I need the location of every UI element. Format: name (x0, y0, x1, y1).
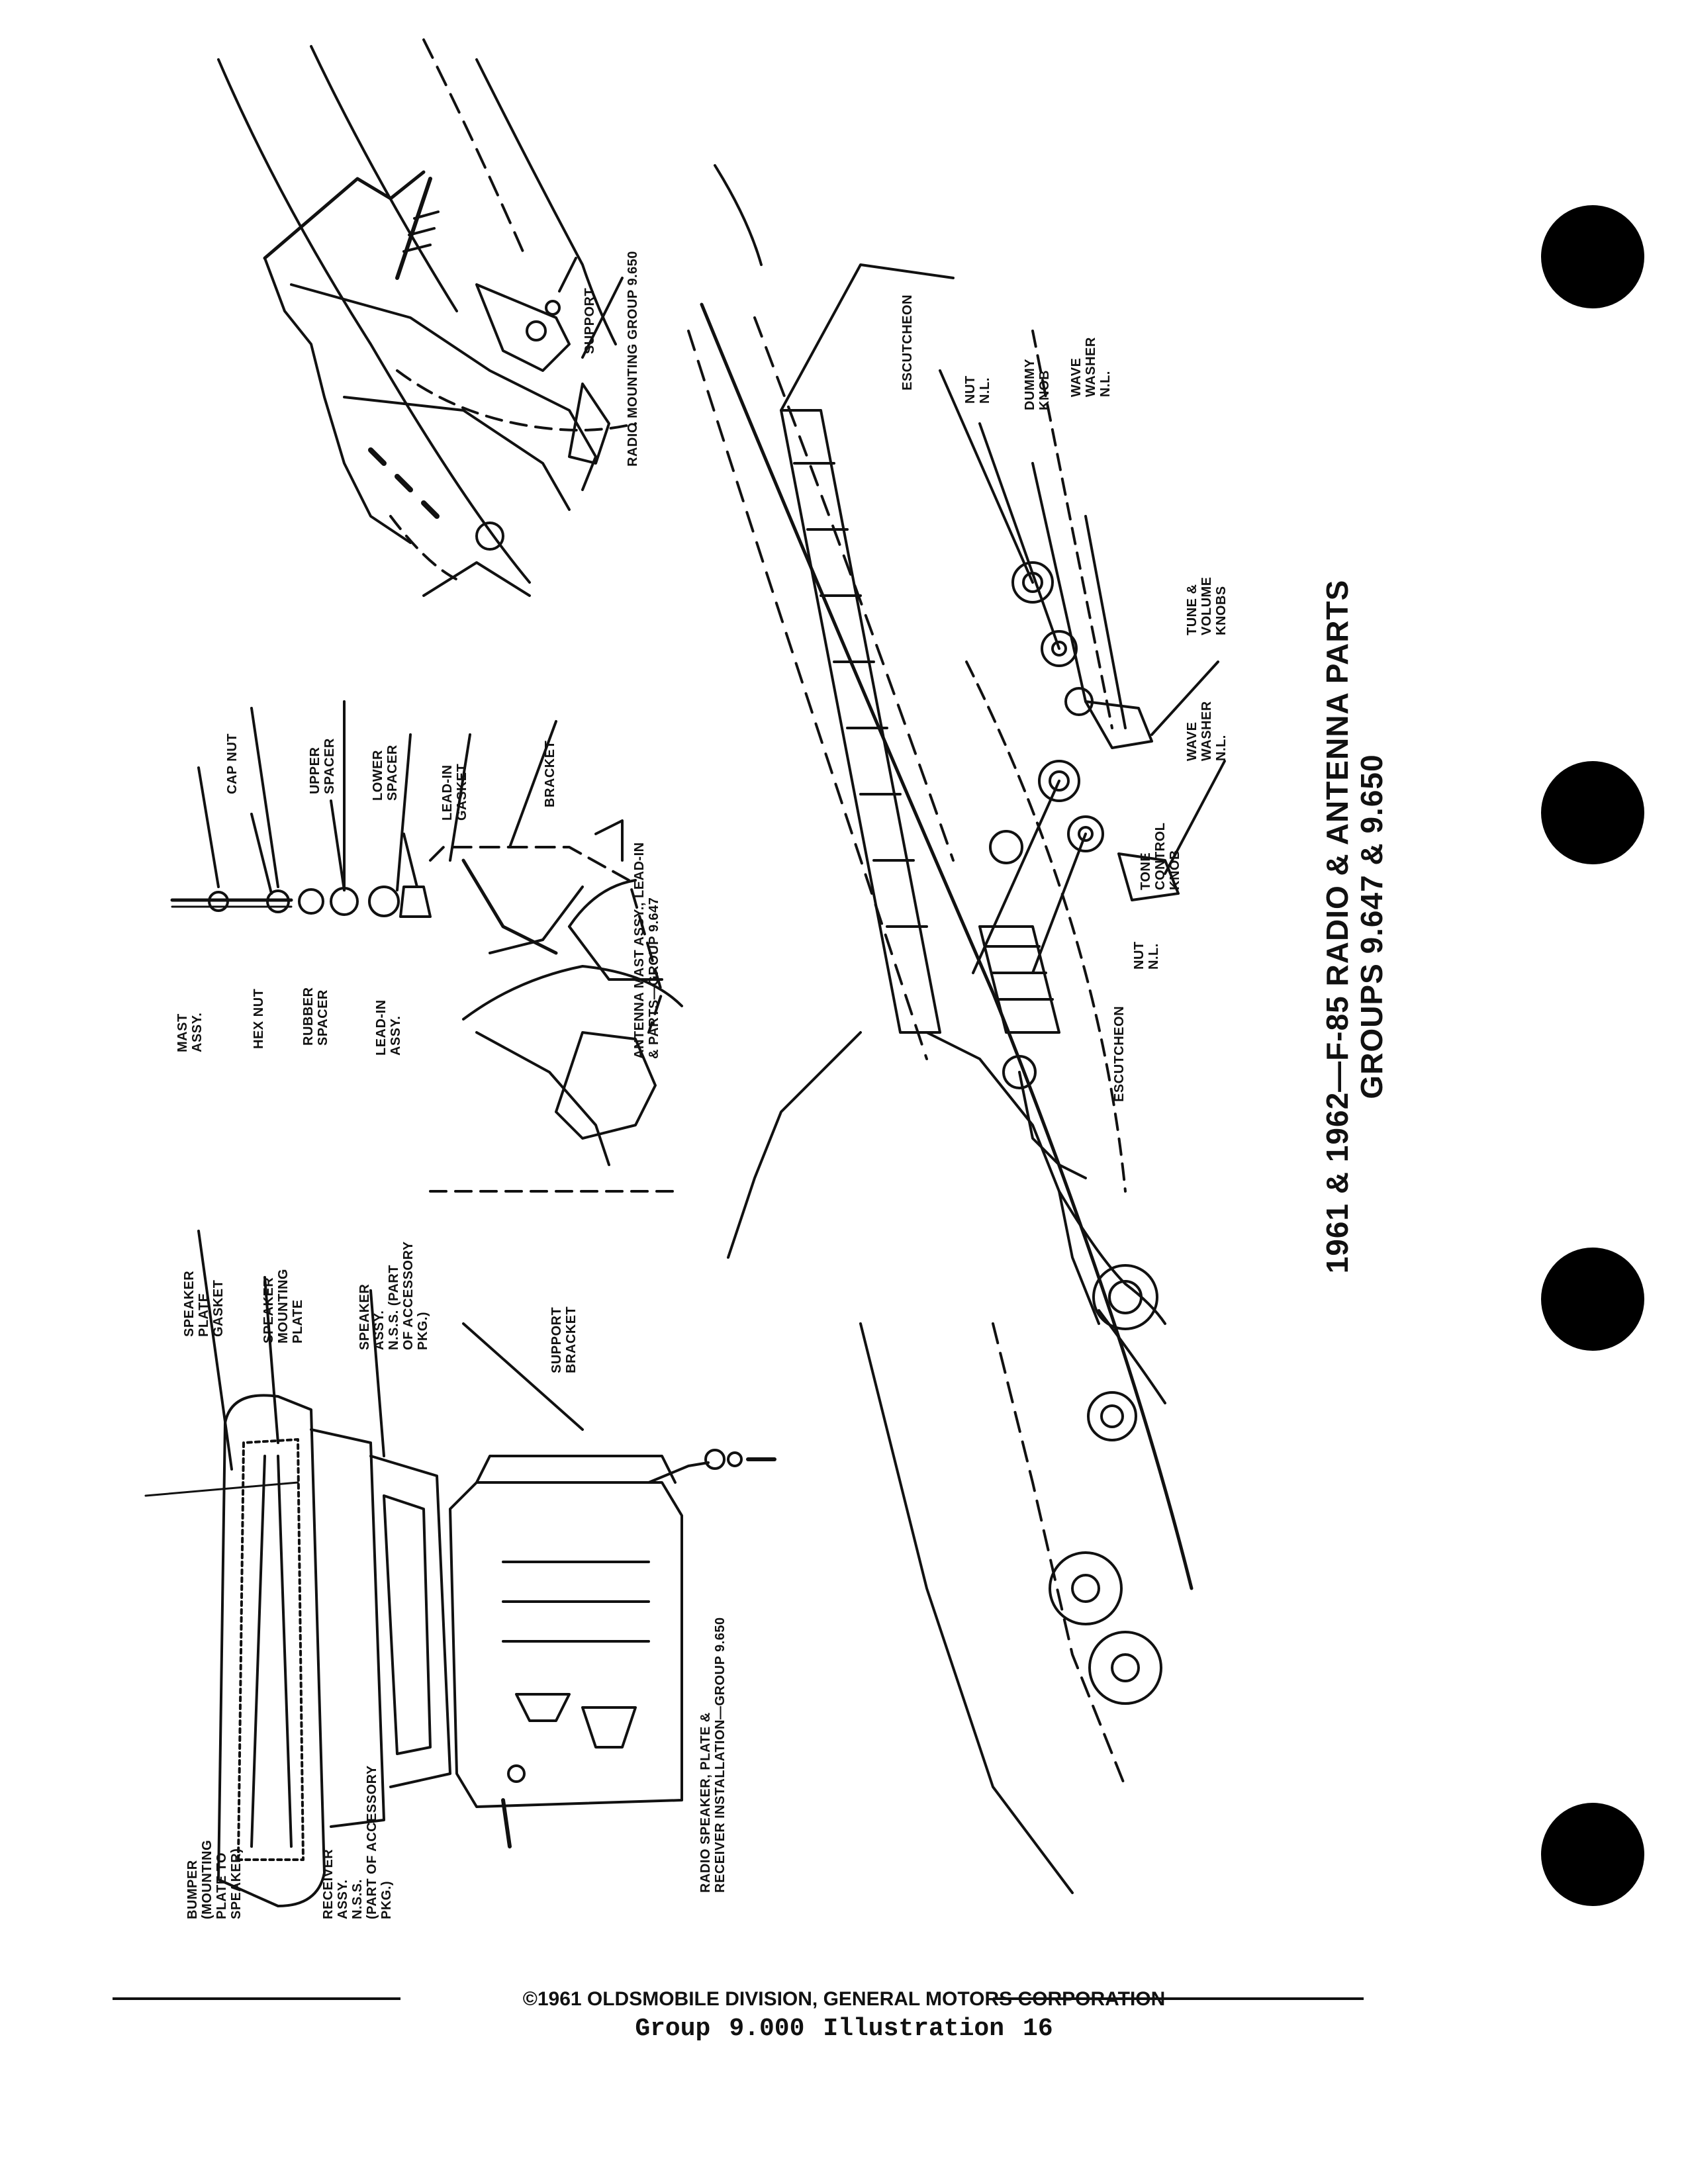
label-escutcheon-top: ESCUTCHEON (900, 294, 915, 390)
label-wave-washer-nl-mid: WAVE WASHER N.L. (1185, 701, 1229, 761)
binder-hole-2 (1541, 761, 1644, 864)
speaker-receiver-view (144, 1394, 776, 1907)
instrument-panel-view (687, 263, 1226, 1894)
label-rubber-spacer: RUBBER SPACER (301, 987, 330, 1046)
label-lower-spacer: LOWER SPACER (371, 745, 400, 801)
caption-antenna: ANTENNA MAST ASSY., LEAD-IN & PARTS—GROU… (632, 842, 661, 1059)
group-value: 9.000 (729, 2015, 805, 2043)
label-hex-nut: HEX NUT (252, 988, 266, 1049)
leader-lines (197, 277, 624, 1471)
label-nut-nl-bottom: NUT N.L. (1132, 941, 1161, 970)
label-mast-assy: MAST ASSY. (175, 1012, 205, 1052)
binder-hole-1 (1541, 205, 1644, 308)
antenna-view (170, 819, 683, 1193)
group-label: Group (635, 2015, 711, 2043)
title-line-1: 1961 & 1962—F-85 RADIO & ANTENNA PARTS (1320, 579, 1354, 1274)
footer-group-illustration: Group 9.000 Illustration 16 (0, 2015, 1688, 2044)
label-dummy-knob: DUMMY KNOB (1023, 358, 1052, 410)
label-support-bracket: SUPPORT BRACKET (549, 1306, 579, 1373)
binder-hole-3 (1541, 1248, 1644, 1351)
label-bumper: BUMPER (MOUNTING PLATE TO SPEAKER) (185, 1839, 244, 1919)
label-tune-volume-knobs: TUNE & VOLUME KNOBS (1185, 576, 1229, 635)
label-upper-spacer: UPPER SPACER (308, 738, 337, 794)
label-lead-in-gasket: LEAD-IN GASKET (440, 763, 469, 821)
label-nut-nl-top: NUT N.L. (963, 375, 992, 404)
label-speaker-plate-gasket: SPEAKER PLATE GASKET (182, 1270, 226, 1337)
diagram-title: 1961 & 1962—F-85 RADIO & ANTENNA PARTS G… (1320, 529, 1389, 1324)
label-support: SUPPORT (583, 287, 597, 354)
binder-hole-4 (1541, 1803, 1644, 1906)
label-speaker-assy: SPEAKER ASSY. N.S.S. (PART OF ACCESSORY … (357, 1241, 430, 1350)
label-cap-nut: CAP NUT (225, 733, 240, 794)
caption-radio-mounting: RADIO MOUNTING GROUP 9.650 (626, 250, 640, 467)
label-bracket: BRACKET (543, 740, 557, 807)
label-tone-control-knob: TONE CONTROL KNOB (1139, 822, 1182, 890)
caption-speaker-receiver: RADIO SPEAKER, PLATE & RECEIVER INSTALLA… (698, 1617, 727, 1893)
copyright-line: ©1961 OLDSMOBILE DIVISION, GENERAL MOTOR… (522, 1988, 1166, 2010)
label-escutcheon-bottom: ESCUTCHEON (1112, 1005, 1127, 1102)
label-receiver-assy: RECEIVER ASSY. N.S.S. (PART OF ACCESSORY… (321, 1765, 394, 1919)
label-wave-washer-nl-top: WAVE WASHER N.L. (1069, 337, 1113, 397)
title-line-2: GROUPS 9.647 & 9.650 (1354, 754, 1389, 1099)
illustration-value: 16 (1023, 2015, 1053, 2043)
illustration-label: Illustration (823, 2015, 1005, 2043)
label-lead-in-assy: LEAD-IN ASSY. (374, 999, 403, 1056)
label-speaker-mounting-plate: SPEAKER MOUNTING PLATE (261, 1269, 305, 1343)
radio-mounting-view (217, 38, 763, 597)
